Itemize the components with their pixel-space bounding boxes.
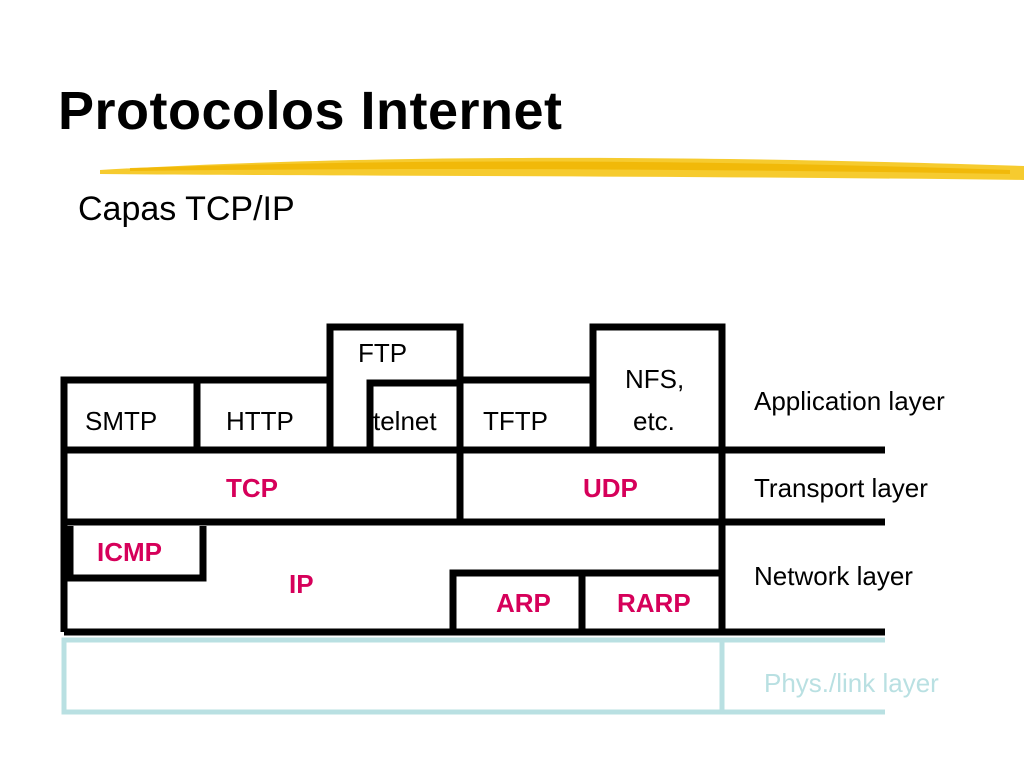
icmp-label: ICMP [97, 537, 162, 567]
telnet-label: telnet [373, 406, 437, 436]
slide-subtitle: Capas TCP/IP [78, 190, 295, 228]
rarp-label: RARP [617, 588, 691, 618]
icmp-box [66, 526, 207, 582]
smtp-label: SMTP [85, 406, 157, 436]
ftp-label: FTP [358, 338, 407, 368]
udp-label: UDP [583, 473, 638, 503]
etc-label: etc. [633, 406, 675, 436]
network-layer-label: Network layer [754, 561, 913, 591]
slide-title: Protocolos Internet [58, 81, 563, 141]
transport-layer-label: Transport layer [754, 473, 928, 503]
http-label: HTTP [226, 406, 294, 436]
title-underline [100, 157, 1024, 180]
arp-label: ARP [496, 588, 551, 618]
physical-layer-label: Phys./link layer [764, 668, 939, 698]
ip-label: IP [289, 569, 314, 599]
application-layer-label: Application layer [754, 386, 945, 416]
arp-box [449, 569, 722, 632]
nfs-label: NFS, [625, 364, 684, 394]
tcp-label: TCP [226, 473, 278, 503]
physical-layer-box [61, 637, 885, 715]
tftp-label: TFTP [483, 406, 548, 436]
